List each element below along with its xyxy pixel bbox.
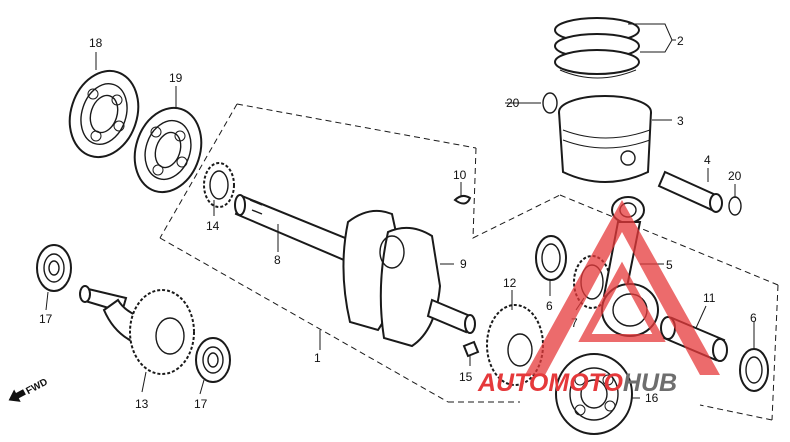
bearing-19 xyxy=(133,106,203,194)
crankshaft-assembly xyxy=(234,194,476,348)
callout-7: 7 xyxy=(571,316,578,330)
watermark-triangle-icon xyxy=(525,200,720,375)
callout-10: 10 xyxy=(453,168,467,182)
callout-11: 11 xyxy=(703,291,716,305)
bearing-16 xyxy=(555,353,633,435)
callout-9: 9 xyxy=(460,257,467,271)
callout-14: 14 xyxy=(206,219,220,233)
callout-6-left: 6 xyxy=(546,299,553,313)
piston-pin-clip-20-top xyxy=(542,92,558,114)
thrust-washer-6-right xyxy=(739,348,769,392)
timing-gear-14 xyxy=(203,162,235,208)
callout-8: 8 xyxy=(274,253,281,267)
fwd-arrow-icon xyxy=(8,389,26,402)
dowel-pin-15 xyxy=(462,340,480,358)
callout-19: 19 xyxy=(169,71,183,85)
woodruff-key-10 xyxy=(453,194,472,205)
watermark-logo: AUTOMOTOHUB xyxy=(477,200,720,397)
fwd-label: FWD xyxy=(24,377,49,397)
callout-1: 1 xyxy=(314,351,321,365)
balancer-shaft-13 xyxy=(79,285,195,375)
callout-17-left: 17 xyxy=(39,312,53,326)
callout-13: 13 xyxy=(135,397,149,411)
piston-3 xyxy=(558,95,652,183)
callout-20-right: 20 xyxy=(728,169,742,183)
watermark-text-auto: AUTOMOTOHUB xyxy=(477,369,677,397)
callout-3: 3 xyxy=(677,114,684,128)
callout-numbers: 1 2 3 4 5 6 6 7 8 9 10 11 12 13 14 15 16… xyxy=(39,34,757,411)
piston-pin-clip-20-right xyxy=(728,196,742,216)
callout-12: 12 xyxy=(503,276,517,290)
piston-pin-4 xyxy=(657,170,723,213)
piston-rings-2 xyxy=(554,17,640,79)
watermark-inner-triangle-icon xyxy=(578,261,666,342)
callout-2: 2 xyxy=(677,34,684,48)
callout-4: 4 xyxy=(704,153,711,167)
fwd-indicator: FWD xyxy=(8,377,50,402)
callout-17-bottom: 17 xyxy=(194,397,208,411)
callout-6-right: 6 xyxy=(750,311,757,325)
bearing-18 xyxy=(68,69,140,159)
bearing-17-left xyxy=(36,244,72,292)
callout-20-top: 20 xyxy=(506,96,520,110)
callout-18: 18 xyxy=(89,36,103,50)
assembly-boundary xyxy=(159,103,779,421)
callout-16: 16 xyxy=(645,391,659,405)
callout-5: 5 xyxy=(666,258,673,272)
bearing-17-bottom xyxy=(195,337,231,383)
callout-15: 15 xyxy=(459,370,473,384)
thrust-washer-6-left xyxy=(535,235,567,281)
